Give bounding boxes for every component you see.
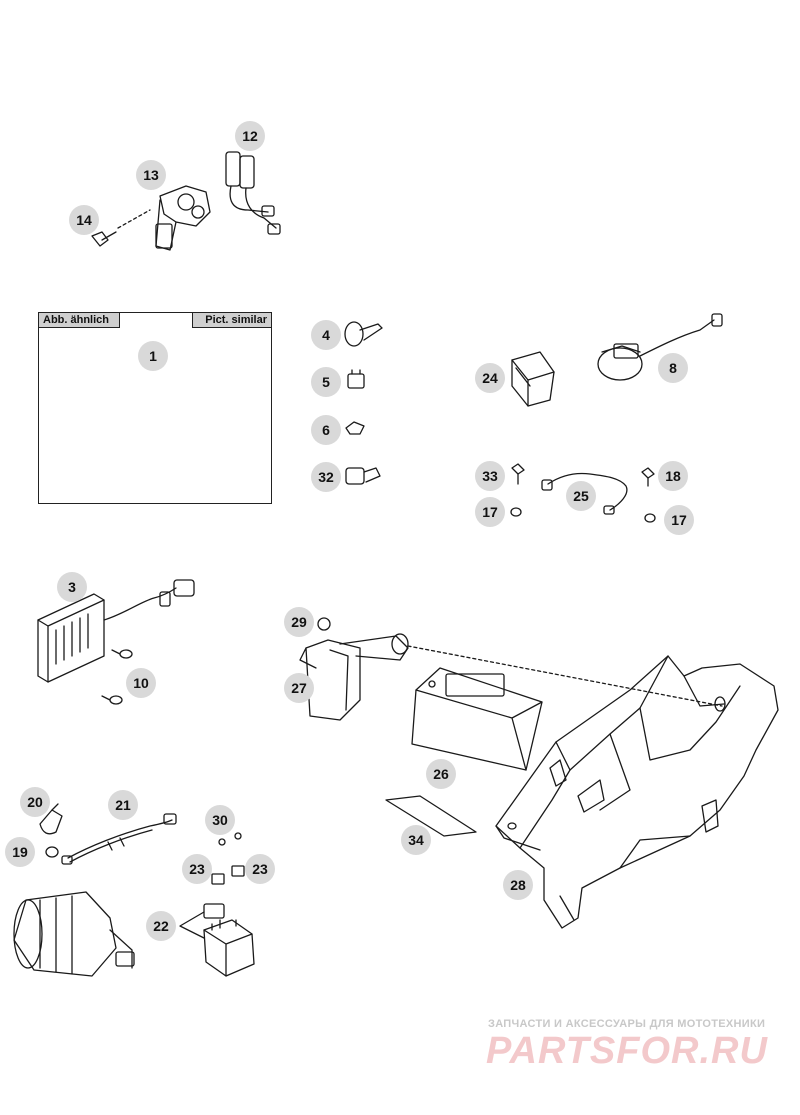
callout-23-right: 23 [245, 854, 275, 884]
part-13-ignition-lock [117, 185, 211, 251]
part-25-battery-cable [541, 472, 628, 515]
label-abb-aehnlich: Abb. ähnlich [38, 312, 120, 328]
callout-22: 22 [146, 911, 176, 941]
part-27-bracket [299, 633, 409, 721]
part-3-regulator [37, 579, 195, 683]
part-17-nut-right [644, 513, 656, 523]
part-17-nut-left [510, 507, 522, 517]
callout-17-left: 17 [475, 497, 505, 527]
callout-1: 1 [138, 341, 168, 371]
callout-21: 21 [108, 790, 138, 820]
part-28-subframe [495, 655, 779, 929]
callout-18: 18 [658, 461, 688, 491]
part-21-starter-cable [61, 813, 177, 865]
callout-5: 5 [311, 367, 341, 397]
callout-23-left: 23 [182, 854, 212, 884]
callout-14: 14 [69, 205, 99, 235]
part-33-bolt [511, 463, 525, 485]
callout-12: 12 [235, 121, 265, 151]
label-pict-similar: Pict. similar [192, 312, 272, 328]
part-8-sensor [597, 313, 723, 381]
part-20-cap [39, 803, 63, 835]
part-5-clip [347, 369, 365, 389]
callout-27: 27 [284, 673, 314, 703]
callout-29: 29 [284, 607, 314, 637]
part-10-bolt-top [111, 649, 133, 659]
part-29-nut [317, 617, 331, 631]
part-19-nut [45, 846, 59, 858]
part-10-bolt-bottom [101, 695, 123, 705]
part-6-clip [345, 421, 365, 435]
part-18-bolt [641, 467, 655, 487]
part-24-relay-box [511, 351, 555, 407]
callout-32: 32 [311, 462, 341, 492]
callout-19: 19 [5, 837, 35, 867]
assembly-guide-line [407, 645, 723, 707]
part-30-bolts [218, 832, 242, 846]
callout-24: 24 [475, 363, 505, 393]
part-22-starter-relay [179, 903, 255, 977]
part-23-fuse-right [231, 865, 245, 877]
part-26-battery [411, 667, 543, 771]
callout-30: 30 [205, 805, 235, 835]
callout-20: 20 [20, 787, 50, 817]
callout-34: 34 [401, 825, 431, 855]
callout-26: 26 [426, 759, 456, 789]
callout-25: 25 [566, 481, 596, 511]
callout-4: 4 [311, 320, 341, 350]
part-4-cable-tie [344, 321, 383, 347]
watermark-brand: PARTSFOR.RU [486, 1030, 768, 1072]
part-14-bolt [91, 231, 117, 247]
part-23-fuse-left [211, 873, 225, 885]
callout-17-right: 17 [664, 505, 694, 535]
callout-8: 8 [658, 353, 688, 383]
callout-13: 13 [136, 160, 166, 190]
callout-33: 33 [475, 461, 505, 491]
watermark-tagline: ЗАПЧАСТИ И АКСЕССУАРЫ ДЛЯ МОТОТЕХНИКИ [488, 1018, 766, 1030]
part-34-pad [385, 795, 477, 837]
callout-6: 6 [311, 415, 341, 445]
starter-motor [13, 891, 135, 977]
part-12-cable [225, 151, 281, 235]
part-32-connector [345, 467, 381, 485]
callout-10: 10 [126, 668, 156, 698]
callout-28: 28 [503, 870, 533, 900]
callout-3: 3 [57, 572, 87, 602]
